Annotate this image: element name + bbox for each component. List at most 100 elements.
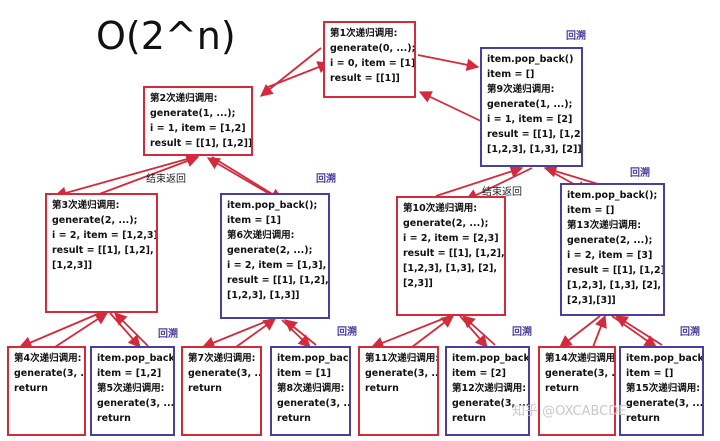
node-text-line: item = [] [487,69,535,80]
node-text-line: i = 2, item = [1,2,3], [52,230,158,241]
node-text-line: result = [[1], [1,2]] [150,138,253,149]
node-text-line: [1,2,3], [1,3], [2]] [487,144,582,155]
node-text-line: item = [1,2] [97,368,162,379]
node-text-line: generate(2, ...); [403,218,489,229]
node-text-line: 第3次递归调用: [52,200,120,211]
return-note-left: 结束返回 [146,174,186,185]
node-text-line: generate(2, ...); [567,235,653,246]
edge-arrow [201,318,273,349]
node-text-line: item.pop_back(); [452,353,530,364]
node-call-3: 第3次递归调用: generate(2, ...); i = 2, item = [… [45,193,158,313]
node-text-line: generate(3, ...); [365,368,439,379]
backtrack-label-n13: 回溯 [630,168,650,179]
node-text-line: item = [1] [227,215,282,226]
backtrack-label-n15: 回溯 [680,327,700,338]
backtrack-label-n9: 回溯 [566,31,586,42]
node-text-line: result = [[1], [1,2], [52,245,154,256]
edge-arrow [418,91,486,124]
node-call-11: 第11次递归调用: generate(3, ...); return [358,346,439,436]
node-text-line: generate(1, ...); [487,99,573,110]
node-text-line: 第2次递归调用: [150,93,218,104]
node-text-line: 第11次递归调用: [365,353,439,364]
node-backtrack-13: item.pop_back();item = [] 第13次递归调用: genera… [560,183,665,316]
edge-arrow [109,312,141,348]
node-text-line: item.pop_back() [487,54,574,65]
edge-arrow [93,155,200,197]
node-text-line: [2,3],[3]] [567,295,616,306]
edge-arrow [53,155,199,200]
node-text-line: result = [[1]] [330,73,400,84]
node-text-line: 第13次递归调用: [567,220,642,231]
node-text-line: i = 1, item = [2] [487,114,573,125]
node-text-line: item.pop_back() [277,353,349,364]
node-call-1: 第1次递归调用:generate(0, ...);i = 0, item = [… [323,21,416,98]
node-text-line: item.pop_back(); [626,353,704,364]
node-text-line: generate(1, ...); [150,108,236,119]
node-text-line: generate(3, ...); [626,398,704,409]
node-backtrack-8: item.pop_back()item = [1]第8次递归调用:generat… [270,346,351,436]
edge-arrow [614,315,663,346]
edge-arrow [18,312,101,349]
node-text-line: item.pop_back(); [227,200,318,211]
edge-arrow [235,318,277,348]
node-text-line: 第4次递归调用: [14,353,82,364]
complexity-title: O(2^n) [96,14,236,58]
node-text-line: [1,2,3], [1,3], [2], [403,263,497,274]
node-text-line: item = [] [626,368,674,379]
node-text-line: [1,2,3], [1,3]] [227,290,300,301]
node-text-line: result = [[1], [1,2], [227,275,329,286]
edge-arrow [54,312,109,348]
node-text-line: item = [] [567,205,615,216]
node-backtrack-15: item.pop_back();item = []第15次递归调用:genera… [619,346,704,436]
node-backtrack-12: item.pop_back();item = [2]第12次递归调用:gener… [445,346,530,436]
node-call-10: 第10次递归调用:generate(2, ...);i = 2, item = … [396,196,506,316]
node-call-2: 第2次递归调用: generate(1, ...); i = 1, item = [… [143,86,253,156]
node-call-7: 第7次递归调用: generate(3, ...); return [181,346,262,436]
node-text-line: generate(3, ...); [14,368,85,379]
node-text-line: 第10次递归调用: [403,203,478,214]
edge-arrow [206,157,274,197]
node-text-line: result = [[1], [1,2], [403,248,505,259]
node-text-line: result = [[1], [1,2], [567,265,665,276]
node-text-line: result = [[1], [1,2], [487,129,583,140]
node-text-line: 第8次递归调用: [277,383,345,394]
edge-arrow [611,315,658,348]
edge-arrow [267,61,331,88]
node-text-line: i = 0, item = [1] [330,58,416,69]
watermark: 知乎 @OXCABCDE [512,404,627,419]
node-text-line: [1,2,3]] [52,260,93,271]
node-text-line: [2,3]] [403,278,433,289]
node-text-line: return [14,383,48,394]
node-text-line: return [97,413,131,424]
edge-arrow [462,315,496,346]
node-text-line: 第1次递归调用: [330,28,398,39]
node-call-4: 第4次递归调用: generate(3, ...); return [7,346,86,436]
node-text-line: 第7次递归调用: [188,353,256,364]
backtrack-label-n12: 回溯 [512,327,532,338]
backtrack-label-n6: 回溯 [316,174,336,185]
edge-arrow [417,54,480,71]
edge-arrow [211,156,284,201]
node-text-line: 第12次递归调用: [452,383,527,394]
node-text-line: item = [2] [452,368,507,379]
edge-arrow [592,314,607,348]
edge-arrow [260,47,322,97]
node-text-line: generate(2, ...); [52,215,138,226]
node-text-line: return [277,413,311,424]
return-note-right: 结束返回 [482,187,522,198]
node-text-line: i = 1, item = [1,2] [150,123,246,134]
node-text-line: return [626,413,660,424]
backtrack-label-n5: 回溯 [158,329,178,340]
node-text-line: return [365,383,399,394]
node-text-line: i = 2, item = [3] [567,250,653,261]
node-text-line: return [188,383,222,394]
node-text-line: return [452,413,486,424]
edge-arrow [459,315,488,348]
node-text-line: item = [1] [277,368,332,379]
backtrack-label-n8: 回溯 [337,327,357,338]
node-call-14: 第14次递归调用:generate(3, ...);return [538,346,616,436]
node-text-line: generate(3, ...); [188,368,262,379]
node-text-line: item.pop_back(); [567,190,658,201]
edge-arrow [543,165,599,185]
